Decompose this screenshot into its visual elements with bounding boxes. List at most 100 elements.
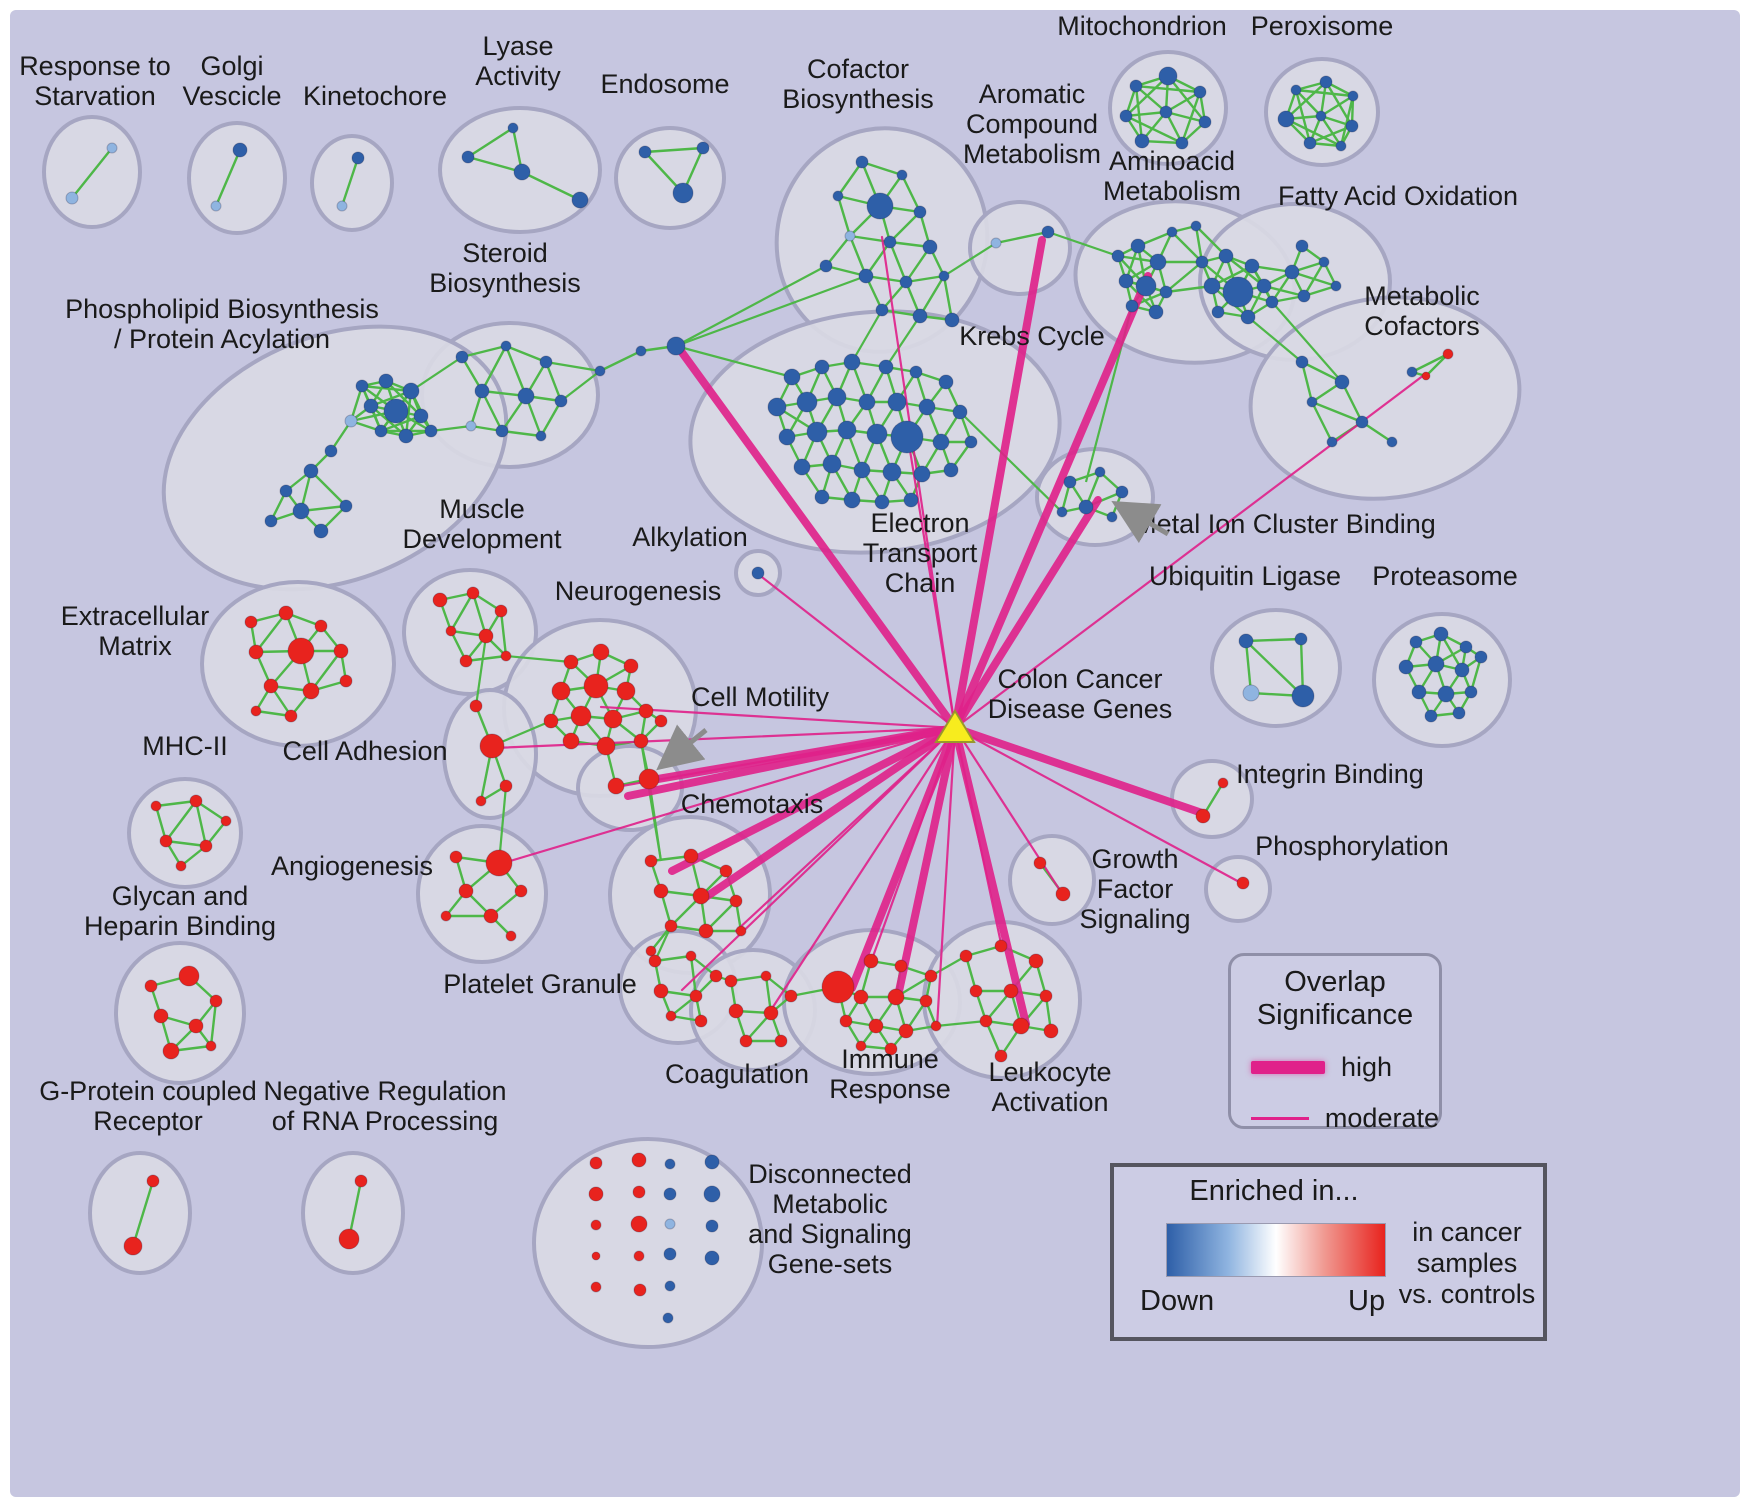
moderate-significance-sample <box>1251 1117 1309 1120</box>
gene-set-node <box>952 404 968 420</box>
gene-set-node <box>898 1023 914 1039</box>
gene-set-node <box>1028 953 1044 969</box>
gene-set-node <box>704 1154 720 1170</box>
gene-set-node <box>719 864 733 878</box>
gene-set-node <box>1256 278 1272 294</box>
gene-set-edge <box>1469 656 1483 693</box>
overlap-edge-moderate <box>498 726 957 866</box>
gene-set-node <box>623 658 639 674</box>
gene-set-node <box>507 122 519 134</box>
gene-set-node <box>1242 684 1260 702</box>
gene-set-node <box>232 142 248 158</box>
gene-set-edge <box>71 147 113 199</box>
gene-set-node <box>150 800 162 812</box>
gene-set-node <box>1291 684 1315 708</box>
gene-set-node <box>355 379 369 393</box>
gene-set-node <box>1355 415 1369 429</box>
gene-set-node <box>1039 989 1053 1003</box>
gene-set-node <box>162 1042 180 1060</box>
gene-set-node <box>592 643 610 661</box>
gene-set-node <box>333 643 349 659</box>
gene-set-node <box>855 155 869 169</box>
gene-set-node <box>883 235 897 249</box>
gene-set-node <box>1330 280 1342 292</box>
intercluster-edge <box>430 424 472 433</box>
gene-set-node <box>868 1018 884 1034</box>
gene-set-node <box>123 1236 143 1256</box>
gene-set-edge <box>480 345 508 392</box>
gene-set-node <box>855 1040 867 1052</box>
cluster-label-chemotaxis: Chemotaxis <box>681 789 824 819</box>
gene-set-node <box>189 794 203 808</box>
gene-set-node <box>784 989 798 1003</box>
gene-set-edge <box>385 380 422 417</box>
gene-set-node <box>302 682 320 700</box>
intercluster-edge <box>560 370 601 402</box>
gene-set-node <box>632 1185 646 1199</box>
cluster-label-phosphorylation: Phosphorylation <box>1255 831 1449 861</box>
gene-set-node <box>1409 635 1423 649</box>
gene-set-edge <box>521 170 581 202</box>
gene-set-node <box>591 1251 601 1261</box>
gene-set-node <box>644 854 658 868</box>
gene-set-node <box>796 391 818 413</box>
cluster-label-metal-ion-cluster-binding: Metal Ion Cluster Binding <box>1134 509 1436 539</box>
gene-set-node <box>1012 1017 1030 1035</box>
gene-set-node <box>778 428 796 446</box>
gene-set-node <box>884 1042 898 1056</box>
gene-set-node <box>735 925 747 937</box>
gene-set-node <box>648 954 662 968</box>
gene-set-node <box>964 435 978 449</box>
overlap-edge-moderate <box>756 572 957 730</box>
gene-set-node <box>664 1218 676 1230</box>
gene-set-node <box>483 908 499 924</box>
gene-set-node <box>932 433 950 451</box>
gene-set-node <box>994 1049 1008 1063</box>
gene-set-node <box>912 308 928 324</box>
overlap-edge-moderate <box>869 726 957 964</box>
gene-set-edge <box>965 944 1002 958</box>
gene-set-edge <box>995 230 1049 245</box>
gene-set-edge <box>131 1180 155 1247</box>
gene-set-node <box>1148 304 1164 320</box>
intercluster-edge <box>1271 301 1343 383</box>
gene-set-node <box>1297 289 1311 303</box>
moderate-label: moderate <box>1324 1103 1439 1133</box>
gene-set-node <box>1129 79 1143 93</box>
gene-set-edge <box>1244 640 1253 694</box>
overlap-edge-high <box>951 724 1030 1028</box>
gene-set-node <box>495 424 509 438</box>
gene-set-node <box>930 1020 942 1032</box>
gene-set-node <box>728 1003 744 1019</box>
gene-set-node <box>554 394 568 408</box>
gene-set-edge <box>480 390 504 432</box>
gene-set-node <box>146 1174 160 1188</box>
gene-set-node <box>689 989 703 1003</box>
gene-set-node <box>106 142 118 154</box>
gene-set-node <box>374 424 388 438</box>
gene-set-node <box>562 732 580 750</box>
gene-set-node <box>594 365 606 377</box>
cluster-label-cell-motility: Cell Motility <box>691 682 830 712</box>
gene-set-node <box>913 205 927 219</box>
gene-set-node <box>943 462 959 478</box>
cluster-label-mitochondrion: Mitochondrion <box>1057 11 1227 41</box>
gene-set-node <box>1238 633 1254 649</box>
cluster-label-neurogenesis: Neurogenesis <box>555 576 722 606</box>
gene-set-node <box>1240 309 1256 325</box>
gene-set-node <box>874 494 890 510</box>
gene-set-node <box>724 974 738 988</box>
gene-set-edge <box>340 157 360 207</box>
gene-set-node <box>539 355 553 369</box>
gene-set-edge <box>918 275 946 317</box>
gene-set-node <box>144 979 158 993</box>
cluster-label-proteasome: Proteasome <box>1372 561 1518 591</box>
gene-set-node <box>402 382 420 400</box>
gene-set-node <box>284 709 298 723</box>
gene-set-node <box>596 736 616 756</box>
gene-set-node <box>683 848 699 864</box>
gene-set-node <box>354 1174 368 1188</box>
intercluster-edge <box>505 654 572 664</box>
gene-set-node <box>263 678 279 694</box>
